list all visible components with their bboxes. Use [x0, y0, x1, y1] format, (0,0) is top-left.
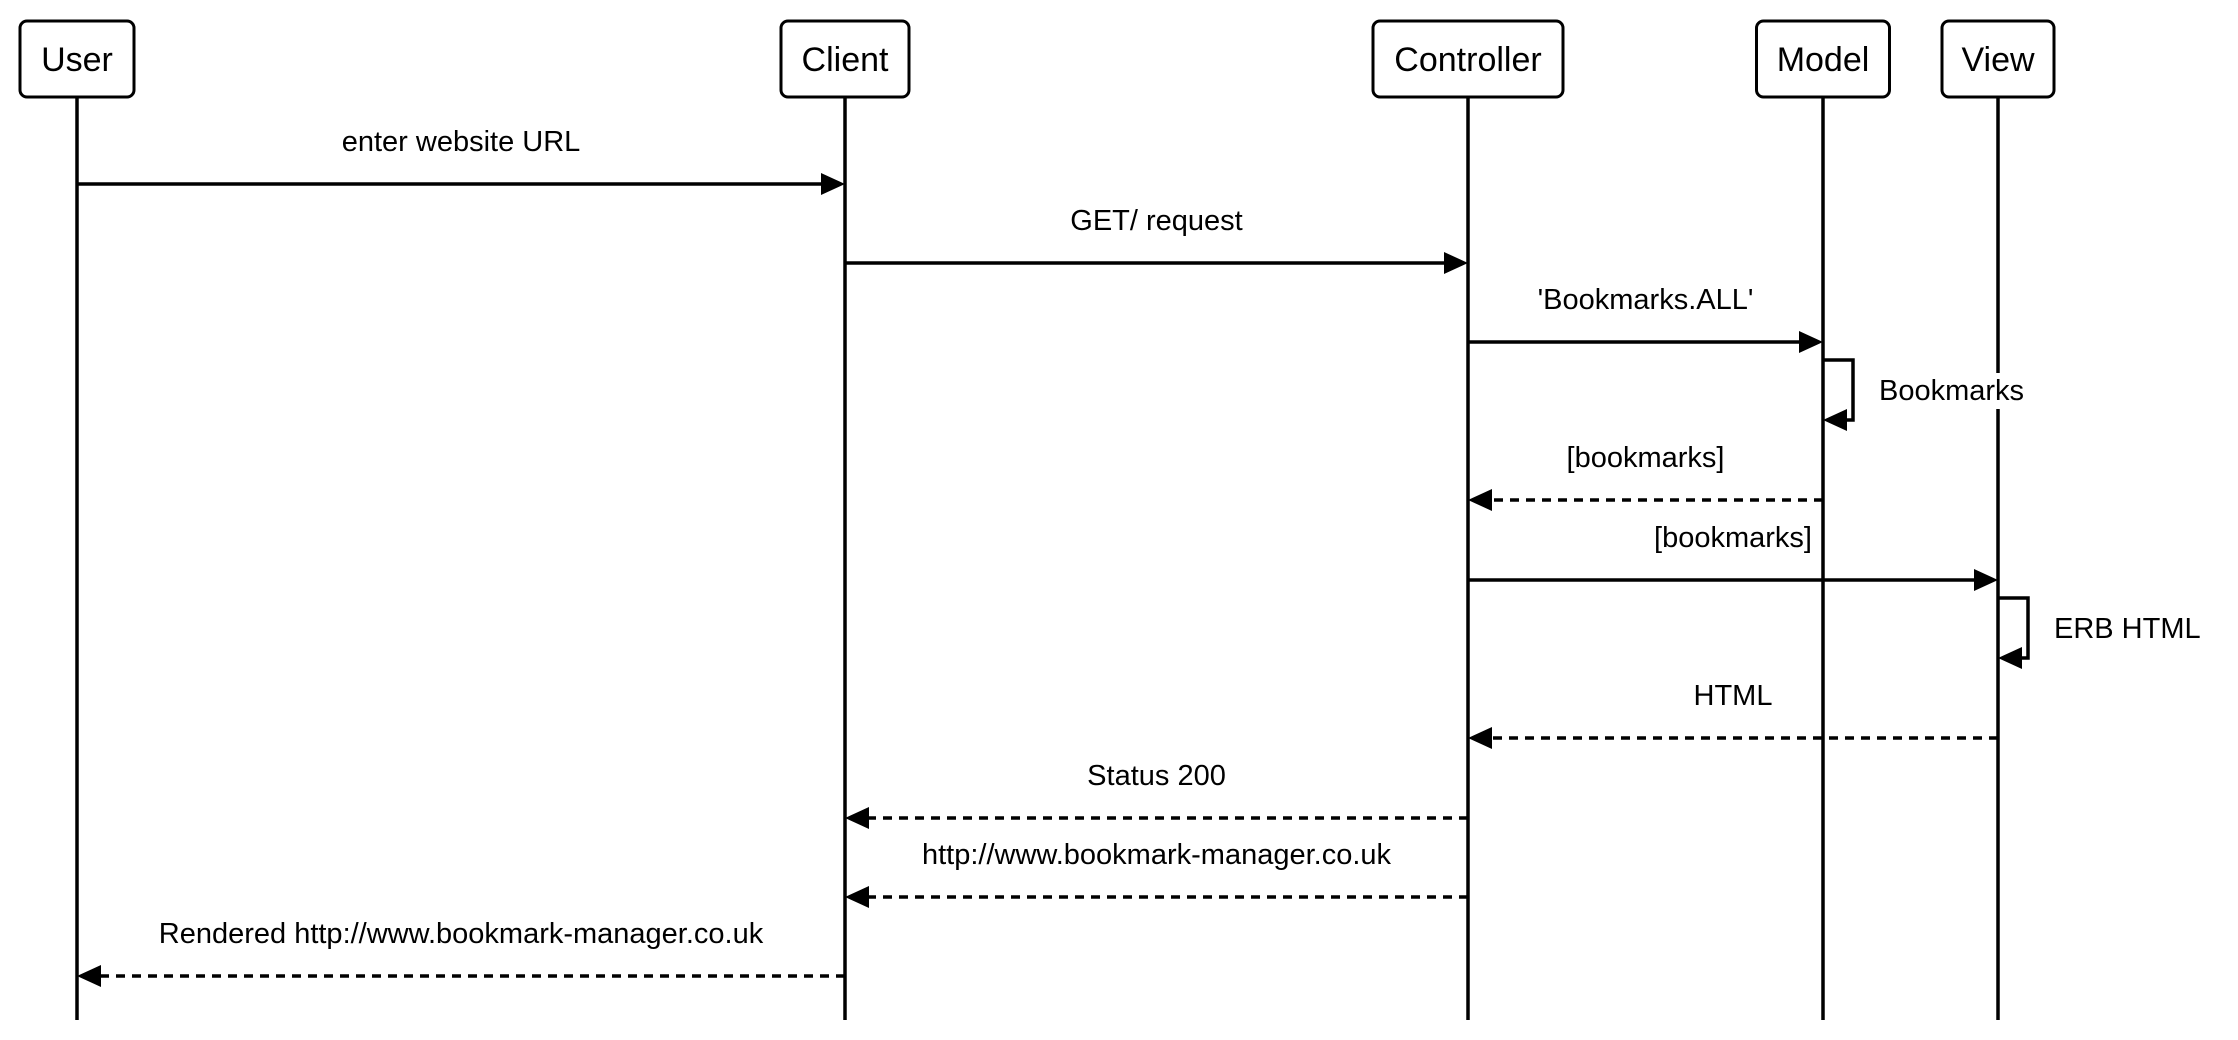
label-background	[154, 916, 768, 952]
message-label: GET/ request	[1070, 205, 1242, 237]
arrowhead	[1998, 647, 2022, 669]
message-6: [bookmarks]	[1468, 520, 1998, 591]
arrowhead	[77, 965, 101, 987]
participant-user: User	[18, 19, 136, 99]
arrowhead	[1444, 252, 1468, 274]
arrowhead	[1974, 569, 1998, 591]
participant-label-user: User	[41, 41, 113, 79]
participant-label-controller: Controller	[1394, 41, 1541, 79]
arrowhead	[1799, 331, 1823, 353]
participant-model: Model	[1755, 19, 1891, 99]
label-background	[917, 837, 1396, 873]
self-message-line	[1823, 358, 1855, 422]
participant-box-client	[779, 19, 911, 99]
message-4: Bookmarks	[1823, 358, 2029, 431]
participant-label-view: View	[1961, 41, 2035, 79]
message-label: [bookmarks]	[1654, 522, 1812, 554]
message-7: ERB HTML	[1998, 596, 2205, 669]
arrowhead	[1823, 409, 1847, 431]
message-label: ERB HTML	[2054, 613, 2201, 645]
arrowhead	[1468, 727, 1492, 749]
participant-box-controller	[1371, 19, 1565, 99]
label-background	[1533, 282, 1758, 318]
message-11: Rendered http://www.bookmark-manager.co.…	[77, 916, 845, 987]
participant-label-model: Model	[1777, 41, 1870, 79]
label-background	[337, 124, 585, 160]
message-label: [bookmarks]	[1567, 442, 1725, 474]
label-background	[2050, 611, 2205, 647]
arrowhead	[1468, 489, 1492, 511]
messages: enter website URL GET/ request 'Bookmarks.…	[77, 124, 2205, 987]
participant-box-model	[1755, 19, 1891, 99]
message-1: enter website URL	[77, 124, 845, 195]
arrowhead	[845, 886, 869, 908]
label-background	[1650, 520, 1816, 556]
message-label: Rendered http://www.bookmark-manager.co.…	[159, 918, 764, 950]
participant-box-view	[1940, 19, 2056, 99]
participant-box-user	[18, 19, 136, 99]
label-background	[1562, 440, 1729, 476]
message-10: http://www.bookmark-manager.co.uk	[845, 837, 1468, 908]
message-label: 'Bookmarks.ALL'	[1538, 284, 1754, 316]
participant-view: View	[1940, 19, 2056, 99]
arrowhead	[845, 807, 869, 829]
message-label: enter website URL	[342, 126, 581, 158]
lifelines	[75, 97, 2000, 1020]
message-label: Status 200	[1087, 760, 1226, 792]
label-background	[1083, 758, 1230, 794]
message-label: Bookmarks	[1879, 375, 2024, 407]
participants: User Client Controller Model View	[18, 19, 2056, 99]
arrowhead	[821, 173, 845, 195]
participant-label-client: Client	[802, 41, 889, 79]
label-background	[1689, 678, 1777, 714]
message-9: Status 200	[845, 758, 1468, 829]
message-5: [bookmarks]	[1468, 440, 1823, 511]
self-message-line	[1998, 596, 2030, 660]
message-8: HTML	[1468, 678, 1998, 749]
message-3: 'Bookmarks.ALL'	[1468, 282, 1823, 353]
message-label: http://www.bookmark-manager.co.uk	[922, 839, 1392, 871]
label-background	[1066, 203, 1247, 239]
participant-client: Client	[779, 19, 911, 99]
label-background	[1875, 373, 2029, 409]
message-2: GET/ request	[845, 203, 1468, 274]
participant-controller: Controller	[1371, 19, 1565, 99]
message-label: HTML	[1694, 680, 1773, 712]
